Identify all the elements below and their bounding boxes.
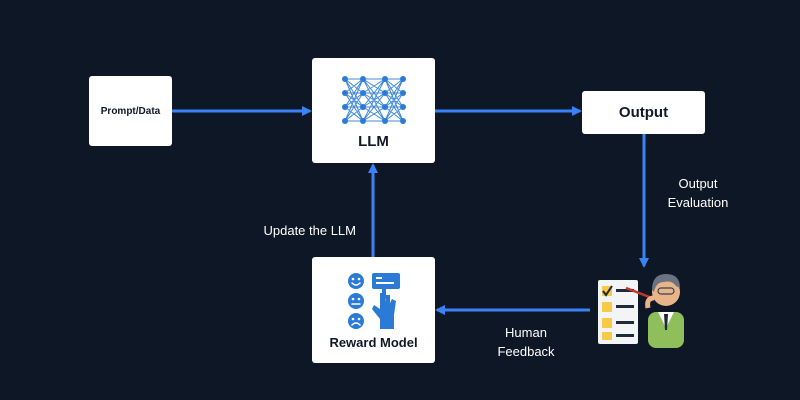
output-label: Output xyxy=(618,104,669,121)
reward-model-faces-icon xyxy=(347,272,400,329)
prompt-data-label: Prompt/Data xyxy=(100,105,161,117)
human-feedback-label: Human Feedback xyxy=(497,325,555,359)
neural-network-icon xyxy=(341,76,406,124)
output-node: Output xyxy=(582,91,705,134)
reward-model-node: Reward Model xyxy=(312,257,435,363)
human-evaluator-icon xyxy=(598,274,684,348)
output-evaluation-label: Output Evaluation xyxy=(667,176,729,210)
llm-label: LLM xyxy=(358,133,389,150)
reward-model-label: Reward Model xyxy=(329,334,418,350)
llm-node: LLM xyxy=(312,58,435,163)
prompt-data-node: Prompt/Data xyxy=(89,76,172,146)
update-llm-label: Update the LLM xyxy=(263,223,356,238)
